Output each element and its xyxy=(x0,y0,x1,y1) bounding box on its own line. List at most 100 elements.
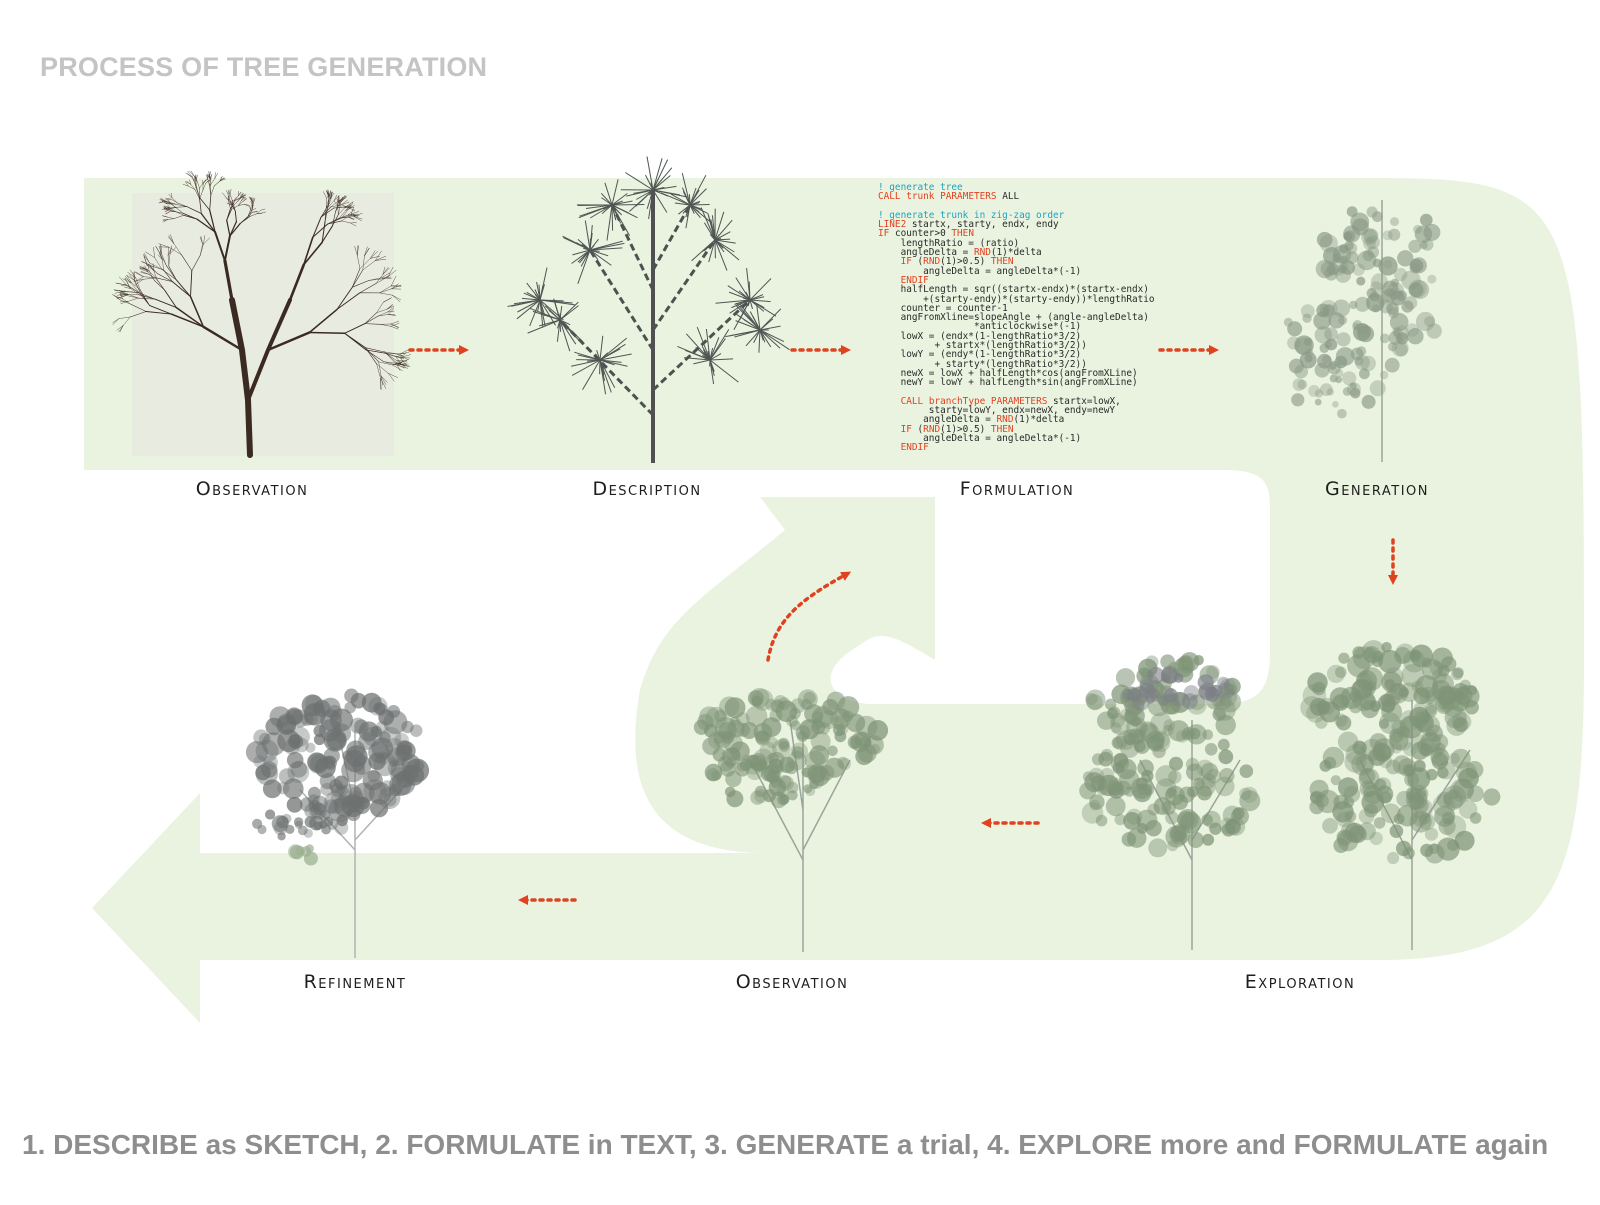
foliage-cluster xyxy=(1113,762,1125,774)
foliage-cluster xyxy=(277,729,300,752)
foliage-cluster xyxy=(1317,232,1333,248)
sketch-twig xyxy=(560,320,561,332)
process-caption: 1. DESCRIBE as SKETCH, 2. FORMULATE in T… xyxy=(22,1129,1548,1161)
foliage-cluster xyxy=(803,784,812,793)
foliage-cluster xyxy=(327,819,338,830)
foliage-cluster xyxy=(1084,772,1104,792)
foliage-cluster xyxy=(706,707,727,728)
foliage-cluster xyxy=(1219,818,1236,835)
foliage-cluster xyxy=(347,807,361,821)
foliage-cluster xyxy=(714,731,732,749)
foliage-cluster xyxy=(1293,378,1306,391)
foliage-cluster xyxy=(1137,784,1148,795)
foliage-cluster xyxy=(1323,747,1345,769)
foliage-cluster xyxy=(1123,689,1135,701)
foliage-cluster xyxy=(769,752,785,768)
foliage-cluster xyxy=(1386,302,1399,315)
foliage-cluster xyxy=(1368,748,1386,766)
foliage-cluster xyxy=(277,832,285,840)
foliage-cluster xyxy=(1116,668,1135,687)
foliage-cluster xyxy=(1370,380,1386,396)
foliage-cluster xyxy=(1107,780,1123,796)
foliage-cluster xyxy=(1233,807,1245,819)
foliage-cluster xyxy=(1294,365,1308,379)
foliage-cluster xyxy=(290,845,304,859)
foliage-cluster xyxy=(1209,823,1221,835)
foliage-cluster xyxy=(809,745,829,765)
foliage-cluster xyxy=(373,702,385,714)
foliage-cluster xyxy=(1390,824,1404,838)
foliage-cluster xyxy=(315,757,336,778)
foliage-cluster xyxy=(1357,324,1369,336)
foliage-cluster xyxy=(798,689,818,709)
foliage-cluster xyxy=(1331,775,1341,785)
foliage-cluster xyxy=(1137,760,1154,777)
foliage-cluster xyxy=(1388,229,1400,241)
foliage-cluster xyxy=(1313,312,1331,330)
foliage-cluster xyxy=(787,782,799,794)
foliage-cluster xyxy=(1356,346,1366,356)
foliage-cluster xyxy=(1291,393,1304,406)
foliage-cluster xyxy=(1384,679,1395,690)
label-formulation: Formulation xyxy=(887,478,1147,500)
foliage-cluster xyxy=(1336,715,1351,730)
foliage-cluster xyxy=(348,791,365,808)
foliage-cluster xyxy=(1329,362,1336,369)
label-description: Description xyxy=(517,478,777,500)
foliage-cluster xyxy=(346,741,365,760)
foliage-cluster xyxy=(775,765,784,774)
foliage-cluster xyxy=(1410,259,1424,273)
label-refinement: Refinement xyxy=(225,971,485,993)
foliage-cluster xyxy=(1124,787,1134,797)
foliage-cluster xyxy=(1409,282,1424,297)
foliage-cluster xyxy=(287,797,303,813)
foliage-cluster xyxy=(1202,834,1214,846)
foliage-cluster xyxy=(1427,275,1436,284)
foliage-cluster xyxy=(309,799,320,810)
foliage-cluster xyxy=(1240,764,1254,778)
foliage-cluster xyxy=(265,809,275,819)
foliage-cluster xyxy=(1424,316,1435,327)
foliage-cluster xyxy=(1381,803,1401,823)
foliage-cluster xyxy=(1437,838,1460,861)
foliage-cluster xyxy=(757,760,767,770)
foliage-cluster xyxy=(1327,388,1334,395)
foliage-cluster xyxy=(1319,702,1340,723)
foliage-cluster xyxy=(1392,340,1409,357)
foliage-cluster xyxy=(1335,356,1348,369)
foliage-cluster xyxy=(1145,688,1159,702)
foliage-cluster xyxy=(1218,739,1230,751)
bare-tree-photo xyxy=(112,171,411,456)
code-line: ENDIF xyxy=(878,443,1155,452)
foliage-cluster xyxy=(1106,796,1126,816)
foliage-cluster xyxy=(298,826,308,836)
foliage-cluster xyxy=(1345,242,1357,254)
foliage-cluster xyxy=(1426,769,1438,781)
bare-branch xyxy=(309,333,344,334)
bare-branch xyxy=(191,171,194,176)
foliage-cluster xyxy=(1307,672,1327,692)
foliage-cluster xyxy=(1166,688,1176,698)
foliage-cluster xyxy=(1330,257,1349,276)
foliage-cluster xyxy=(1310,791,1324,805)
foliage-cluster xyxy=(1336,332,1350,346)
sketch-twig xyxy=(612,205,644,206)
foliage-cluster xyxy=(1218,749,1233,764)
foliage-cluster xyxy=(1181,730,1192,741)
foliage-cluster xyxy=(1367,288,1377,298)
foliage-cluster xyxy=(1422,239,1434,251)
foliage-cluster xyxy=(1108,706,1120,718)
foliage-cluster xyxy=(1338,777,1358,797)
foliage-cluster xyxy=(1434,743,1446,755)
foliage-cluster xyxy=(256,740,279,763)
foliage-cluster xyxy=(320,698,340,718)
foliage-cluster xyxy=(1362,791,1385,814)
foliage-cluster xyxy=(1352,263,1365,276)
foliage-cluster xyxy=(1168,770,1181,783)
foliage-cluster xyxy=(1451,749,1471,769)
foliage-cluster xyxy=(725,787,736,798)
foliage-cluster xyxy=(1315,363,1330,378)
foliage-cluster xyxy=(1122,832,1137,847)
foliage-cluster xyxy=(1399,710,1420,731)
